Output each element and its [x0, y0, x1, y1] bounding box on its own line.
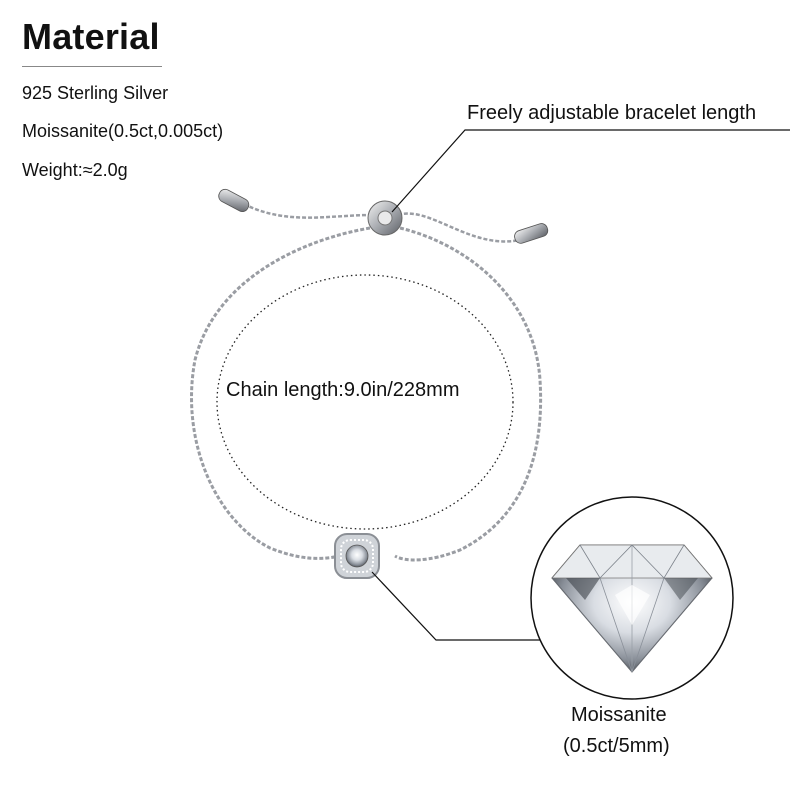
title-underline — [22, 66, 162, 67]
spec-stone: Moissanite(0.5ct,0.005ct) — [22, 121, 224, 141]
spec-weight: Weight:≈2.0g — [22, 160, 128, 180]
adjustable-leader-line — [391, 129, 790, 213]
stone-name-label: Moissanite — [571, 704, 667, 726]
pendant-stone — [334, 533, 380, 579]
bracelet-chain-right — [394, 226, 543, 562]
stone-leader-line — [371, 571, 540, 641]
end-cap-right — [514, 223, 549, 244]
page-title: Material — [22, 16, 160, 57]
moissanite-gem-icon — [551, 544, 713, 673]
chain-length-label: Chain length:9.0in/228mm — [226, 379, 460, 401]
end-cap-left — [218, 188, 250, 212]
adjustable-length-label: Freely adjustable bracelet length — [467, 102, 757, 124]
chain-length-circle — [216, 274, 514, 530]
spec-material: 925 Sterling Silver — [22, 83, 169, 103]
tail-left — [247, 204, 373, 219]
tail-right — [397, 212, 521, 243]
bracelet-chain-left — [190, 226, 371, 560]
stone-size-label: (0.5ct/5mm) — [563, 735, 670, 757]
